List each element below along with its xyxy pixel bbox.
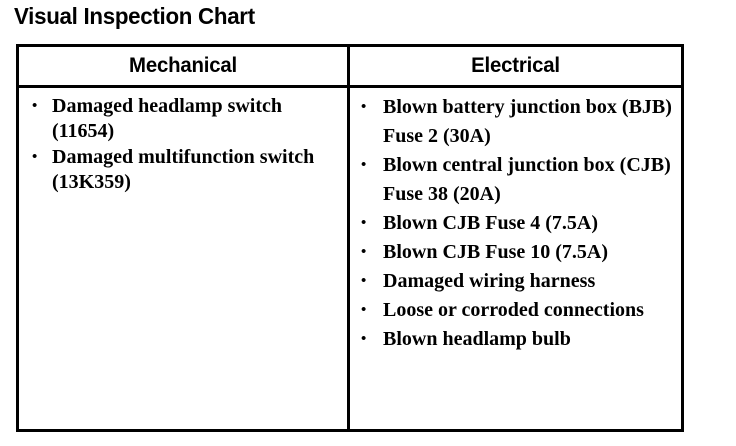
table-header-cell-electrical: Electrical: [350, 47, 681, 85]
list-item: • Damaged wiring harness: [361, 267, 675, 296]
bullet-icon: •: [361, 215, 367, 231]
list-item: • Loose or corroded connections: [361, 296, 675, 325]
table-body-row: • Damaged headlamp switch (11654) • Dama…: [19, 88, 681, 429]
table-header-cell-mechanical: Mechanical: [19, 47, 350, 85]
table-cell-electrical: • Blown battery junction box (BJB) Fuse …: [350, 88, 681, 429]
list-item: • Blown central junction box (CJB) Fuse …: [361, 151, 675, 209]
list-item-label: Damaged multifunction switch (13K359): [52, 146, 315, 193]
table-cell-mechanical: • Damaged headlamp switch (11654) • Dama…: [19, 88, 350, 429]
bullet-icon: •: [361, 302, 367, 318]
table-header-row: Mechanical Electrical: [19, 47, 681, 88]
electrical-item-list: • Blown battery junction box (BJB) Fuse …: [350, 88, 681, 354]
bullet-icon: •: [361, 157, 367, 173]
page-title: Visual Inspection Chart: [14, 3, 255, 29]
list-item: • Blown headlamp bulb: [361, 325, 675, 354]
list-item-label: Blown CJB Fuse 10 (7.5A): [383, 241, 609, 263]
bullet-icon: •: [361, 331, 367, 347]
list-item-label: Blown CJB Fuse 4 (7.5A): [383, 212, 599, 234]
bullet-icon: •: [32, 98, 38, 114]
list-item-label: Loose or corroded connections: [383, 299, 644, 321]
list-item: • Blown battery junction box (BJB) Fuse …: [361, 93, 675, 151]
bullet-icon: •: [361, 244, 367, 260]
bullet-icon: •: [361, 99, 367, 115]
list-item: • Blown CJB Fuse 4 (7.5A): [361, 209, 675, 238]
mechanical-item-list: • Damaged headlamp switch (11654) • Dama…: [19, 88, 347, 195]
list-item: • Blown CJB Fuse 10 (7.5A): [361, 238, 675, 267]
list-item-label: Damaged wiring harness: [383, 270, 596, 292]
list-item-label: Blown headlamp bulb: [383, 328, 571, 350]
list-item: • Damaged multifunction switch (13K359): [30, 145, 339, 195]
visual-inspection-table: Mechanical Electrical • Damaged headlamp…: [16, 44, 684, 432]
list-item-label: Damaged headlamp switch (11654): [52, 95, 283, 142]
list-item: • Damaged headlamp switch (11654): [30, 94, 339, 144]
column-header-mechanical: Mechanical: [129, 54, 237, 77]
column-header-electrical: Electrical: [471, 54, 560, 77]
list-item-label: Blown central junction box (CJB) Fuse 38…: [383, 154, 671, 205]
bullet-icon: •: [32, 149, 38, 165]
list-item-label: Blown battery junction box (BJB) Fuse 2 …: [383, 96, 672, 147]
bullet-icon: •: [361, 273, 367, 289]
